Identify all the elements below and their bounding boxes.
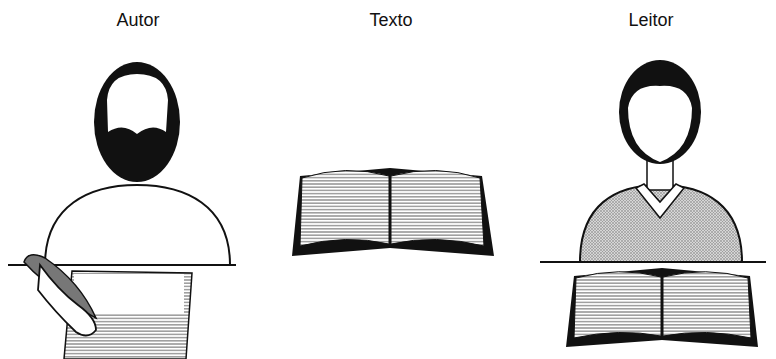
reader-figure [540, 60, 766, 347]
author-figure [8, 62, 236, 359]
figure-label: Leitor [628, 10, 673, 31]
figure-label: Autor [116, 10, 159, 31]
figure-label: Texto [369, 10, 412, 31]
open-book [292, 168, 494, 256]
